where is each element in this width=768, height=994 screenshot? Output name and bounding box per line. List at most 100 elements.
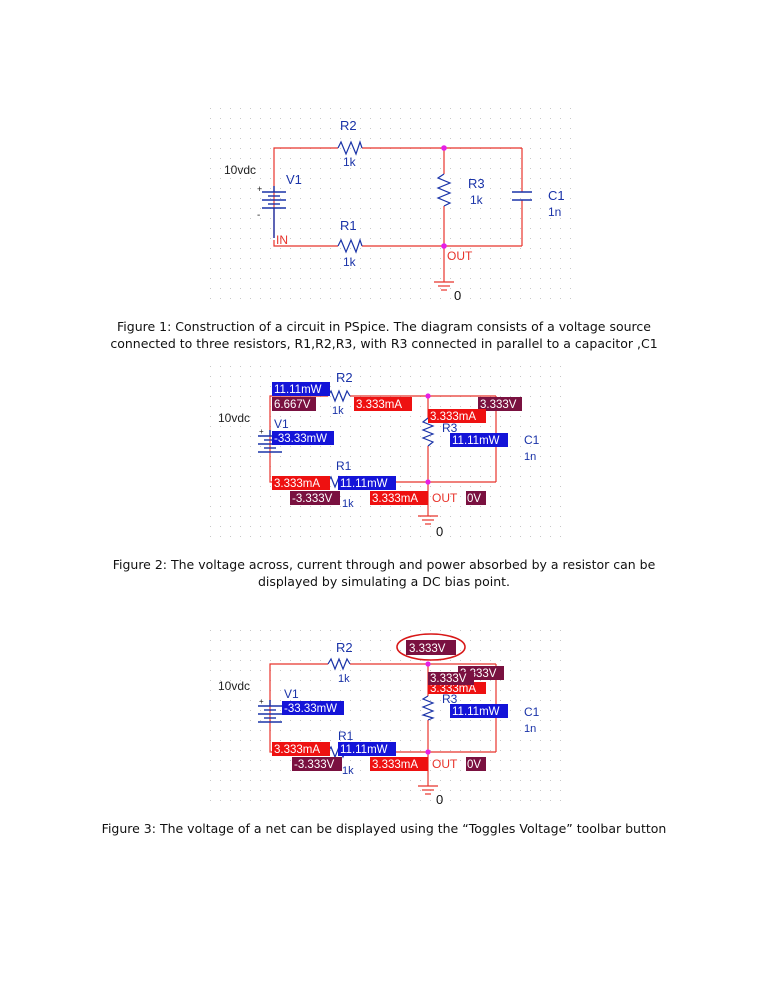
- figure-2-schematic: R2 1k 11.11mW 6.667V 3.333mA 10vdc V1 + …: [210, 366, 570, 540]
- c1-name: C1: [548, 188, 565, 203]
- r3-value: 1k: [470, 193, 484, 207]
- v1-plus-sign: +: [257, 184, 262, 194]
- junction-bottom: [441, 243, 447, 249]
- ground-label: 0: [436, 524, 443, 539]
- v1-plus-sign: +: [259, 697, 264, 706]
- ground-label: 0: [436, 792, 443, 807]
- node-voltage-text: 3.333V: [480, 399, 517, 411]
- r3-power-label: [450, 704, 508, 718]
- v1-name: V1: [286, 172, 302, 187]
- r3-resistor-icon: [421, 417, 435, 447]
- r3-current-label: [428, 409, 486, 423]
- node-voltage-label: [478, 397, 522, 411]
- r2-voltage-text: 6.667V: [274, 399, 311, 411]
- r2-value: 1k: [332, 405, 344, 417]
- c1-value: 1n: [524, 723, 536, 735]
- node-voltage-label-1: [428, 672, 474, 685]
- junction-top: [425, 393, 431, 399]
- out-voltage-label: [466, 491, 486, 505]
- v1-dc-value: 10vdc: [224, 163, 256, 177]
- r2-power-label: [272, 382, 330, 396]
- r1-current-label: [272, 476, 330, 490]
- r1-voltage-text: -3.333V: [292, 493, 333, 505]
- out-voltage-label: [466, 757, 486, 771]
- net-label-out: OUT: [432, 757, 458, 771]
- r3-current-text: 3.333mA: [430, 683, 476, 695]
- r1-power-text: 11.11mW: [340, 744, 388, 756]
- v1-dc-value: 10vdc: [218, 411, 250, 425]
- r3-current-text: 3.333mA: [430, 411, 476, 423]
- v1-minus-sign: -: [257, 210, 260, 221]
- r1-current-text: 3.333mA: [274, 478, 320, 490]
- ground-label: 0: [454, 288, 461, 303]
- out-voltage-text: 0V: [467, 493, 481, 505]
- grid-dots: [210, 366, 570, 540]
- junction-bottom: [425, 749, 431, 755]
- r1-voltage-label: [290, 491, 340, 505]
- c1-value: 1n: [524, 451, 536, 463]
- junction-top: [441, 145, 447, 151]
- v1-plus-sign: +: [259, 427, 264, 436]
- figure-3-caption: Figure 3: The voltage of a net can be di…: [101, 821, 667, 836]
- r1-power-label: [338, 476, 396, 490]
- r1-voltage-text: -3.333V: [294, 759, 335, 771]
- figure-3-schematic: 3.333V R2 1k 10vdc V1 + -33.33mW 3.333V …: [210, 630, 570, 810]
- highlight-voltage-label: [406, 640, 456, 655]
- junction-bottom: [425, 479, 431, 485]
- out-current-text: 3.333mA: [372, 759, 418, 771]
- r3-name: R3: [468, 176, 485, 191]
- r1-power-text: 11.11mW: [340, 478, 388, 490]
- r2-resistor-icon: [327, 389, 351, 403]
- figure-1-schematic: R2 1k R1 1k R3 1k C1 1n V1 10vdc + - IN …: [210, 108, 580, 308]
- r2-current-text: 3.333mA: [356, 399, 402, 411]
- r2-resistor-icon: [327, 657, 351, 671]
- out-current-label: [370, 491, 428, 505]
- r3-name: R3: [442, 692, 458, 706]
- v1-name: V1: [274, 417, 289, 431]
- r1-voltage-label: [292, 757, 342, 771]
- v1-power-text: -33.33mW: [284, 703, 337, 715]
- v1-power-label: [282, 701, 344, 715]
- r1-current-label: [272, 742, 330, 756]
- r3-name: R3: [442, 421, 458, 435]
- r3-power-text: 11.11mW: [452, 706, 500, 718]
- v1-battery-icon: [258, 700, 282, 723]
- r3-resistor-icon: [421, 695, 435, 721]
- ground-icon: [418, 515, 438, 525]
- out-voltage-text: 0V: [467, 759, 481, 771]
- r1-name: R1: [336, 459, 352, 473]
- r2-resistor-icon: [337, 140, 363, 156]
- v1-dc-value: 10vdc: [218, 679, 250, 693]
- r3-resistor-icon: [436, 173, 452, 207]
- ground-icon: [418, 785, 438, 795]
- out-current-text: 3.333mA: [372, 493, 418, 505]
- r1-value: 1k: [343, 255, 357, 269]
- net-label-out: OUT: [432, 491, 458, 505]
- r1-value: 1k: [342, 498, 354, 510]
- r1-current-text: 3.333mA: [274, 744, 320, 756]
- net-label-out: OUT: [447, 249, 473, 263]
- grid-dots: [210, 630, 570, 810]
- net-label-in: IN: [276, 233, 288, 247]
- c1-name: C1: [524, 705, 540, 719]
- r2-current-label: [354, 397, 412, 411]
- v1-name: V1: [284, 687, 299, 701]
- r2-value: 1k: [338, 673, 350, 685]
- junction-top: [425, 661, 431, 667]
- c1-capacitor-icon: [512, 191, 532, 201]
- r2-name: R2: [336, 370, 353, 385]
- r1-value: 1k: [342, 765, 354, 777]
- r1-power-label: [338, 742, 396, 756]
- r3-power-label: [450, 433, 508, 447]
- v1-power-text: -33.33mW: [274, 433, 327, 445]
- c1-value: 1n: [548, 205, 561, 219]
- figure-2-caption: Figure 2: The voltage across, current th…: [112, 557, 656, 589]
- ground-icon: [434, 281, 454, 291]
- r1-resistor-icon: [337, 238, 363, 254]
- r2-name: R2: [336, 640, 353, 655]
- r3-power-text: 11.11mW: [452, 435, 500, 447]
- r2-name: R2: [340, 118, 357, 133]
- node-voltage-text-1: 3.333V: [430, 673, 467, 685]
- r1-name: R1: [340, 218, 357, 233]
- r2-value: 1k: [343, 155, 357, 169]
